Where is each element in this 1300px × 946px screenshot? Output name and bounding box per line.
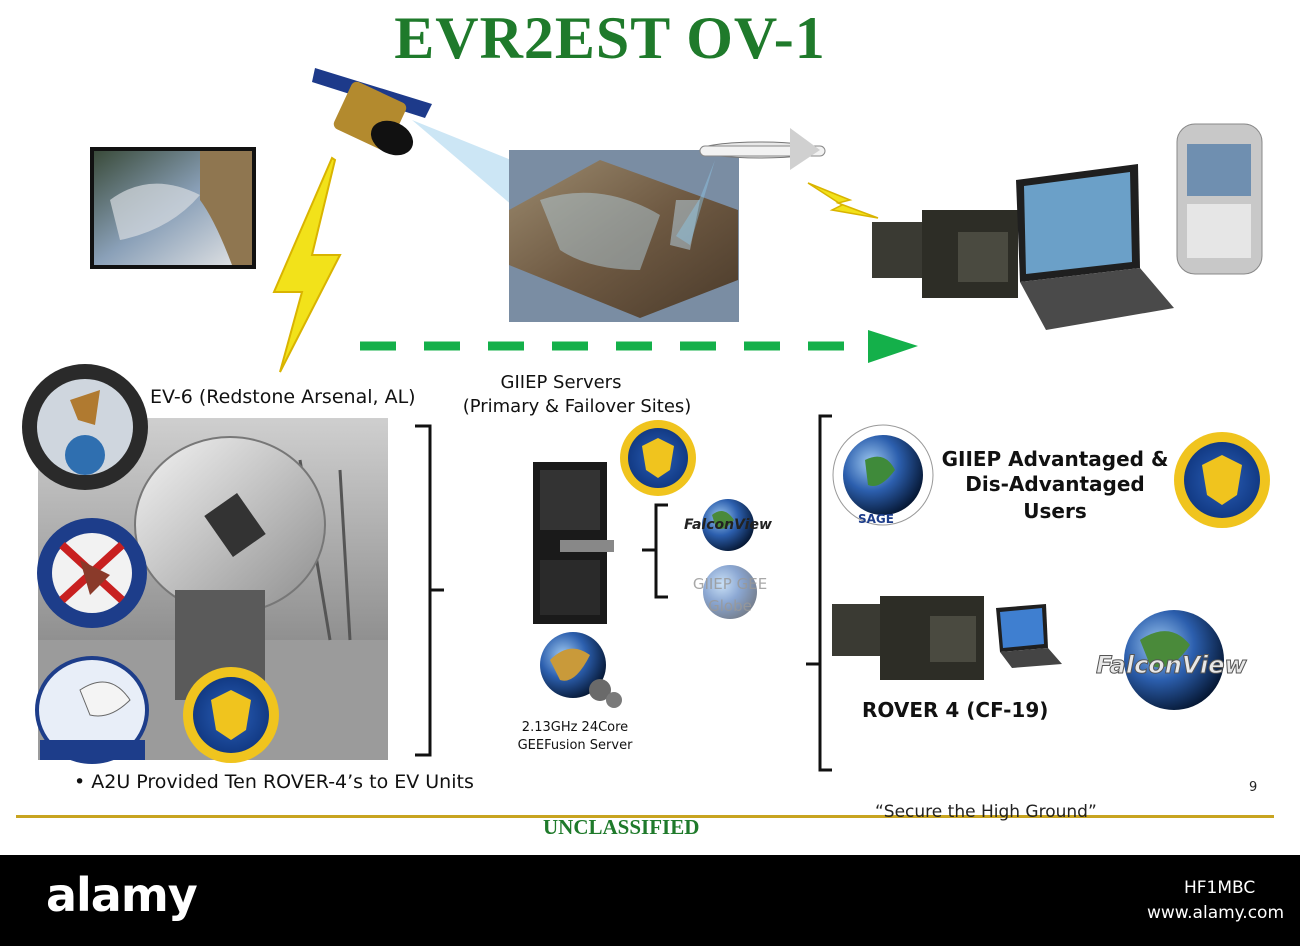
satellite-icon — [312, 68, 432, 162]
users-bracket — [806, 416, 832, 770]
users-label-line2: Dis-Advantaged — [940, 472, 1170, 496]
image-id: HF1MBC — [1184, 878, 1255, 898]
slide-number: 9 — [1249, 780, 1257, 795]
satellite-image-photo — [90, 147, 256, 269]
national-guard-badge-servers — [620, 420, 696, 496]
sage-label: SAGE — [858, 512, 894, 526]
ev6-label: EV-6 (Redstone Arsenal, AL) — [150, 386, 416, 408]
server-spec-line2: GEEFusion Server — [500, 738, 650, 753]
classification-label: UNCLASSIFIED — [543, 815, 699, 840]
rover4-label: ROVER 4 (CF-19) — [862, 698, 1048, 722]
rover-radio-icon — [872, 210, 1018, 298]
globe-label: Globe — [680, 597, 780, 615]
combat-comm-badge — [37, 518, 147, 628]
a2u-bullet: • A2U Provided Ten ROVER-4’s to EV Units — [74, 771, 474, 793]
sage-seal-icon — [833, 425, 933, 525]
ov1-diagram — [0, 0, 1300, 855]
giiep-servers-label: GIIEP Servers — [486, 372, 636, 393]
falconview-small-label: FalconView — [684, 517, 772, 533]
server-bracket — [642, 505, 668, 597]
giiep-gee-label: GIIEP GEE — [680, 575, 780, 593]
terrain-3d-icon — [509, 150, 739, 322]
falconview-large-label: FalconView — [1096, 651, 1247, 679]
slogan: “Secure the High Ground” — [875, 802, 1097, 822]
alamy-url: www.alamy.com — [1147, 903, 1284, 923]
users-label-line3: Users — [940, 499, 1170, 523]
cf19-laptop-icon — [996, 604, 1062, 668]
data-flow-arrowhead — [868, 330, 918, 363]
giiep-sites-label: (Primary & Failover Sites) — [452, 396, 702, 417]
lightning-bolt-small-icon — [808, 183, 878, 218]
rugged-laptop-icon — [1016, 164, 1174, 330]
geefusion-globe-icon — [540, 632, 622, 708]
users-label-line1: GIIEP Advantaged & — [940, 447, 1170, 471]
national-guard-badge-right — [1174, 432, 1270, 528]
national-guard-badge-left — [183, 667, 279, 763]
server-spec-line1: 2.13GHz 24Core — [500, 720, 650, 735]
eagle-team-badge — [37, 658, 147, 762]
eagle-vision-badge — [22, 364, 148, 490]
server-rack-icon — [533, 462, 614, 624]
ev-bracket — [415, 426, 444, 755]
alamy-logo: alamy — [46, 868, 197, 922]
rover4-radio-icon — [832, 596, 984, 680]
smartphone-icon — [1177, 124, 1262, 274]
lightning-bolt-icon — [274, 158, 340, 372]
